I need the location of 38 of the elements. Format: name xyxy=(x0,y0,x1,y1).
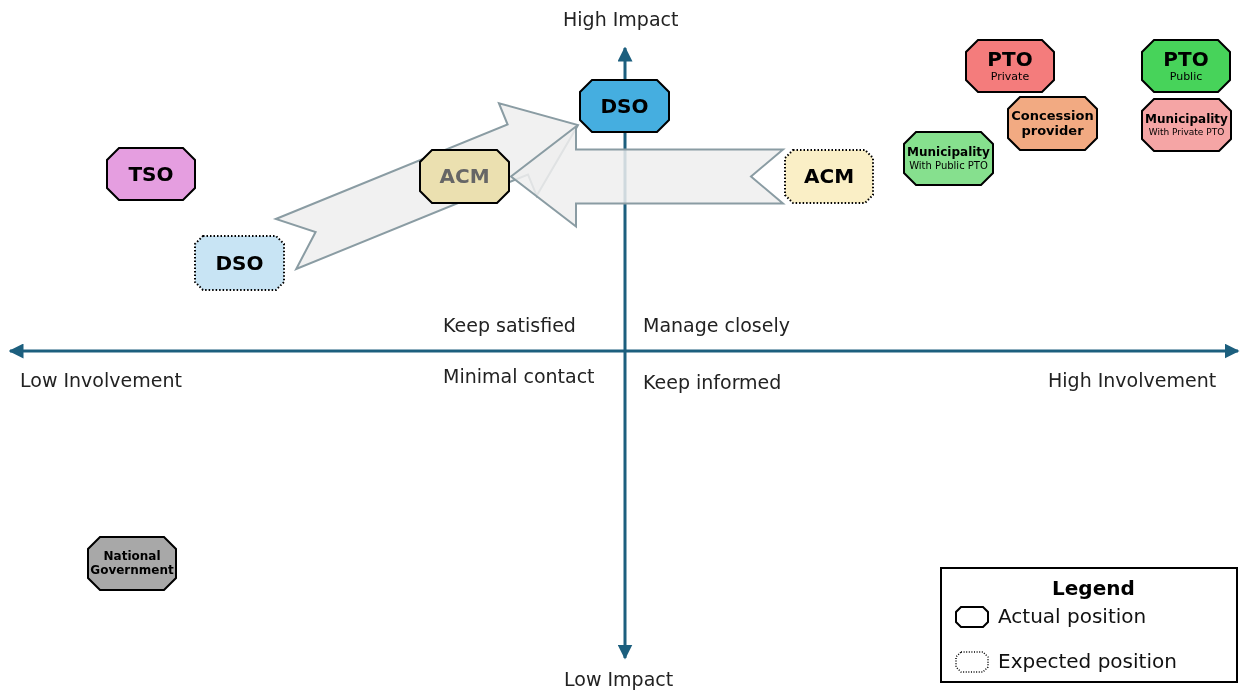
stakeholder-box xyxy=(966,40,1054,92)
axis-label: High Impact xyxy=(563,8,679,30)
stakeholder-name: PTO xyxy=(1163,48,1209,72)
stakeholder-name: DSO xyxy=(215,251,264,275)
stakeholder-name: ACM xyxy=(439,165,490,188)
stakeholder-box xyxy=(88,537,176,590)
expected-position-box xyxy=(785,150,873,203)
legend-label: Actual position xyxy=(998,604,1147,628)
stakeholder-name: TSO xyxy=(128,162,174,186)
stakeholder-name: DSO xyxy=(600,94,649,118)
stakeholder-box xyxy=(420,150,509,203)
axis-label: Low Involvement xyxy=(20,369,182,391)
stakeholder-name: National Government xyxy=(89,549,175,578)
stakeholder-subtitle: Private xyxy=(990,71,1030,84)
stakeholder-name: Municipality xyxy=(907,145,990,160)
stakeholder-subtitle: With Private PTO xyxy=(1148,126,1225,138)
expected-position-box xyxy=(195,236,284,290)
stakeholder-subtitle: With Public PTO xyxy=(909,159,988,172)
axis-label: Low Impact xyxy=(564,668,674,690)
stakeholder-name: PTO xyxy=(987,48,1033,72)
stakeholder-box xyxy=(1142,40,1230,92)
stakeholder-box xyxy=(1142,99,1231,151)
quadrant-label: Manage closely xyxy=(643,314,790,336)
stakeholder-box xyxy=(904,132,993,185)
legend-title: Legend xyxy=(1052,576,1135,600)
block-arrow xyxy=(509,124,786,229)
legend-label: Expected position xyxy=(998,649,1177,673)
quadrant-label: Keep informed xyxy=(643,371,782,393)
stakeholder-name: ACM xyxy=(803,165,855,188)
quadrant-label: Keep satisfied xyxy=(443,314,576,336)
stakeholder-box xyxy=(580,80,669,132)
stakeholder-name: Municipality xyxy=(1145,112,1228,127)
quadrant-label: Minimal contact xyxy=(443,365,595,387)
axis-label: High Involvement xyxy=(1048,369,1217,391)
stakeholder-subtitle: Public xyxy=(1169,71,1203,84)
stakeholder-box xyxy=(1008,97,1097,150)
stakeholder-name: Concession provider xyxy=(1010,108,1095,139)
stakeholder-box xyxy=(107,148,195,200)
